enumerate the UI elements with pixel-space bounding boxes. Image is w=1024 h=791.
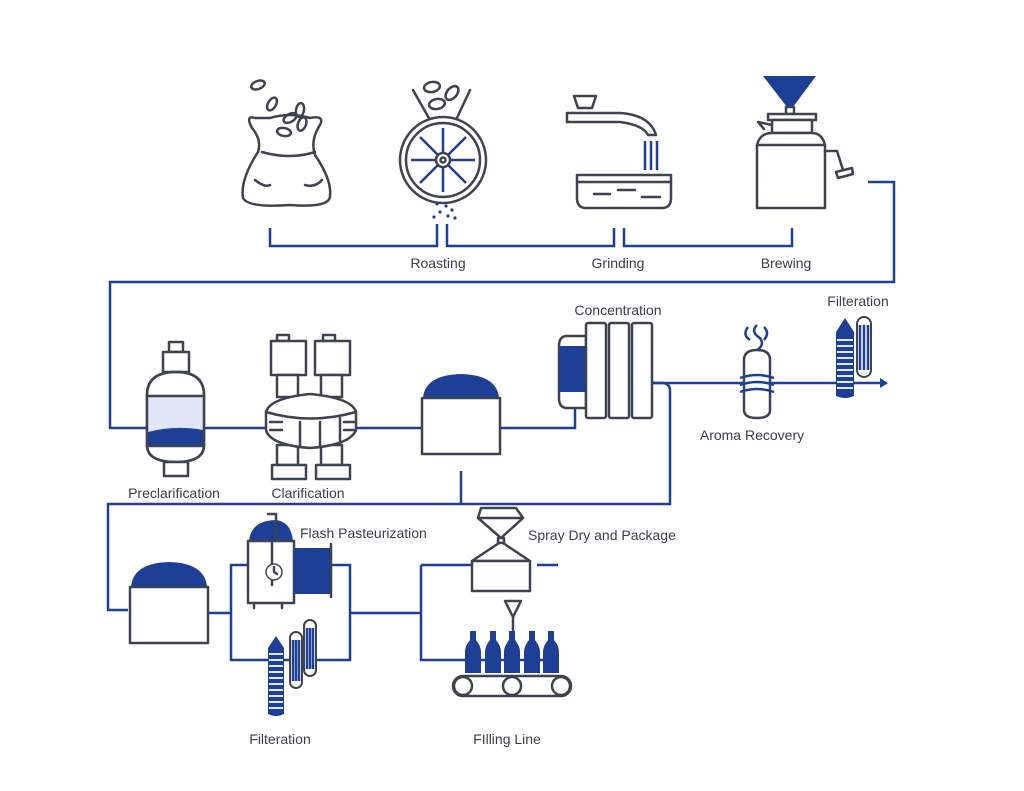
pasteurizer-icon [246,512,333,610]
pipe-roaster-grinder [445,224,616,248]
bottle-conveyor-icon [451,599,573,698]
brewing-pot-icon [755,76,855,210]
aroma-recovery-icon [739,324,775,420]
label-spray-dry: Spray Dry and Package [528,527,676,543]
pipe-to-packaging [419,563,558,662]
label-grinding: Grinding [592,255,645,271]
filter-cartridge-icon [268,619,317,716]
label-filteration-bottom: Filteration [249,731,310,747]
holding-tank-icon [128,562,210,645]
label-concentration: Concentration [574,302,661,318]
label-flash-pasteurization: Flash Pasteurization [300,525,427,541]
pipe-brewer-down [108,180,896,430]
coffee-bean-sack-icon [241,79,332,207]
flow-arrow-icon [880,378,888,388]
label-brewing: Brewing [761,255,812,271]
bottle-icons [465,631,559,673]
pipe-pasteurization-loop [208,563,421,662]
label-filling-line: FIlling Line [473,731,541,747]
evaporator-icon [557,321,654,420]
pipe-grinder-brewer [622,228,794,248]
label-clarification: Clarification [271,485,344,501]
centrifuge-icon [264,333,358,481]
roaster-drum-icon [398,80,488,220]
label-filteration-top: Filteration [827,293,888,309]
holding-tank-icon [420,374,502,456]
label-aroma-recovery: Aroma Recovery [700,427,804,443]
label-roasting: Roasting [410,255,465,271]
pipe-sack-roaster [268,224,439,248]
label-preclarification: Preclarification [128,485,220,501]
grinder-icon [565,94,673,210]
preclarification-tank-icon [145,340,206,478]
spray-dryer-icon [470,506,532,593]
filter-cartridge-icon [836,316,872,398]
pipe-concentration-down [106,381,672,612]
